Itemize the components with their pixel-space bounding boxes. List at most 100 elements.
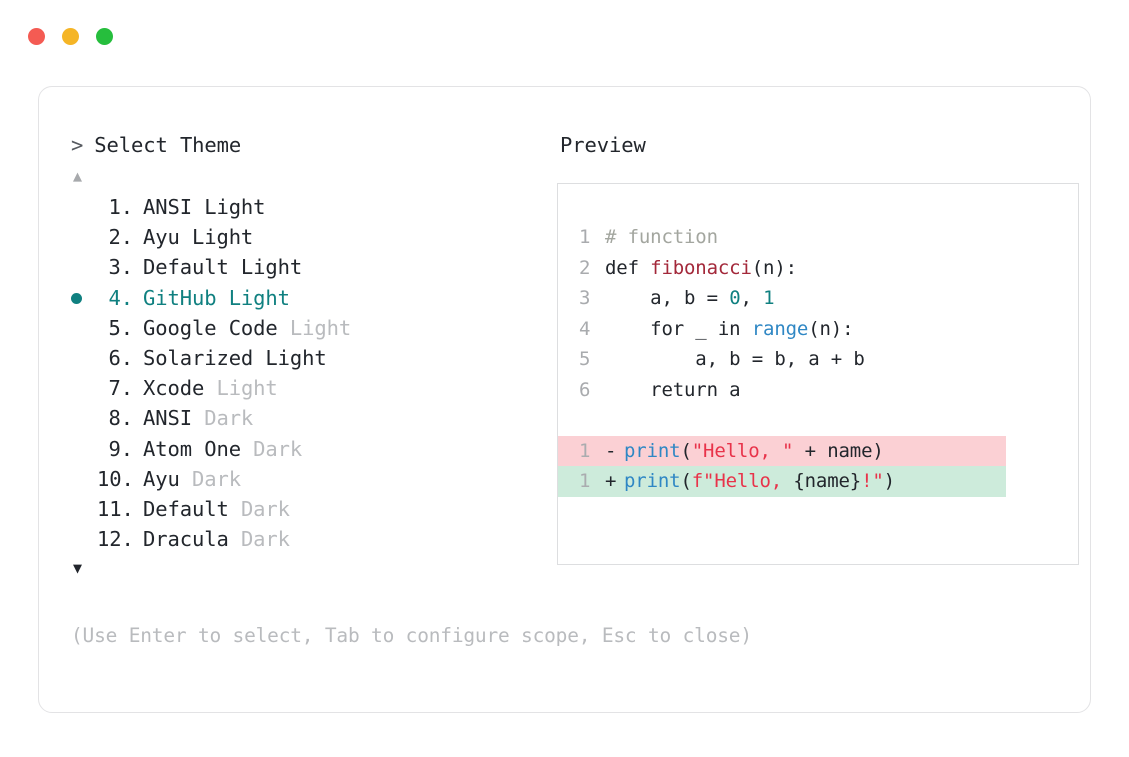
selection-dot-icon — [71, 293, 82, 305]
theme-variant-label: Light — [204, 376, 278, 401]
theme-index: 1. — [108, 195, 134, 219]
code-content: return a — [605, 375, 740, 406]
theme-list-item[interactable]: 3. Default Light — [71, 252, 535, 282]
theme-variant-label: Dark — [191, 406, 254, 431]
theme-list[interactable]: 1. ANSI Light 2. Ayu Light 3. Default Light 4.… — [71, 192, 535, 554]
code-token: fibonacci — [650, 256, 752, 279]
line-number: 4 — [579, 317, 591, 340]
minimize-dot[interactable] — [62, 28, 79, 45]
theme-picker-card: > Select Theme ▲ 1. ANSI Light 2. Ayu Light… — [38, 86, 1091, 713]
code-token: (n): — [808, 317, 854, 340]
theme-list-item[interactable]: 9. Atom One Dark — [71, 434, 535, 464]
theme-index: 6. — [108, 345, 134, 370]
theme-name: Ayu Light — [143, 225, 254, 250]
theme-name: ANSI Light — [143, 195, 266, 219]
prompt-caret-icon: > — [71, 133, 84, 157]
theme-name: Google Code — [143, 315, 278, 340]
diff-line-added: 1+print(f"Hello, {name}!") — [558, 466, 1006, 497]
code-line: 1 # function — [558, 222, 1078, 253]
maximize-dot[interactable] — [96, 28, 113, 45]
theme-name: Dracula — [143, 527, 229, 552]
code-content: print("Hello, " + name) — [624, 436, 884, 467]
code-token: 0 — [729, 287, 741, 309]
theme-list-item[interactable]: 2. Ayu Light — [71, 222, 535, 252]
close-dot[interactable] — [28, 28, 45, 45]
code-line: 3 a, b = 0, 1 — [558, 283, 1078, 314]
code-token: print — [624, 439, 681, 462]
code-token: ( — [680, 439, 692, 462]
theme-list-item[interactable]: 11. Default Dark — [71, 494, 535, 524]
code-line: 4 for _ in range(n): — [558, 314, 1078, 345]
theme-index: 9. — [108, 436, 134, 461]
theme-variant-label: Dark — [228, 527, 290, 552]
code-line: 6 return a — [558, 375, 1078, 406]
diff-sample: 1-print("Hello, " + name)1+print(f"Hello… — [558, 435, 1078, 497]
code-token: a, b = — [605, 287, 730, 309]
scroll-down-arrow-icon[interactable]: ▼ — [73, 559, 83, 578]
code-token: (n): — [751, 256, 797, 279]
code-content: print(f"Hello, {name}!") — [624, 466, 895, 497]
line-number: 1 — [579, 226, 591, 248]
theme-list-item[interactable]: 1. ANSI Light — [71, 192, 535, 222]
theme-list-item[interactable]: 7.Xcode Light — [71, 373, 535, 403]
code-token: print — [624, 470, 681, 492]
code-line: 5 a, b = b, a + b — [558, 344, 1078, 375]
code-token: def — [605, 256, 651, 279]
theme-variant-label: Dark — [228, 496, 290, 521]
theme-list-item[interactable]: 12. Dracula Dark — [71, 524, 535, 554]
code-token: !" — [861, 470, 884, 492]
code-content: def fibonacci(n): — [605, 253, 797, 284]
code-token: ( — [680, 470, 692, 492]
prompt-header: > Select Theme — [71, 131, 535, 159]
code-token: + name) — [793, 439, 884, 462]
code-token: a, b = b, a + b — [605, 348, 865, 370]
code-spacer — [558, 405, 1078, 436]
preview-label: Preview — [560, 133, 646, 157]
theme-list-item[interactable]: 8. ANSI Dark — [71, 403, 535, 433]
theme-name: GitHub Light — [143, 285, 290, 310]
theme-index: 2. — [108, 225, 134, 250]
line-number: 6 — [579, 378, 591, 401]
theme-list-item[interactable]: 10. Ayu Dark — [71, 464, 535, 494]
theme-index: 10. — [97, 466, 134, 491]
code-token: # function — [605, 226, 718, 248]
code-token: , — [740, 287, 764, 309]
theme-list-item[interactable]: 5.Google Code Light — [71, 313, 535, 343]
window-titlebar — [28, 28, 113, 45]
line-number: 3 — [579, 287, 591, 309]
code-content: a, b = 0, 1 — [605, 283, 774, 314]
code-token: 1 — [763, 287, 775, 309]
theme-name: Default Light — [143, 255, 303, 280]
theme-index: 11. — [97, 496, 134, 521]
keyboard-hint: (Use Enter to select, Tab to configure s… — [71, 624, 752, 647]
theme-variant-label: Dark — [240, 436, 303, 461]
theme-list-item[interactable]: 6. Solarized Light — [71, 343, 535, 373]
line-number: 5 — [579, 348, 591, 370]
theme-index: 12. — [97, 527, 134, 552]
code-content: a, b = b, a + b — [605, 344, 865, 375]
theme-name: Solarized Light — [143, 345, 327, 370]
theme-name: Default — [143, 496, 229, 521]
diff-line-removed: 1-print("Hello, " + name) — [558, 435, 1006, 467]
theme-list-item[interactable]: 4.GitHub Light — [71, 283, 535, 313]
theme-name: Atom One — [143, 436, 241, 461]
theme-index: 3. — [108, 255, 134, 280]
code-token: ) — [883, 470, 895, 492]
theme-index: 8. — [108, 406, 134, 431]
line-number: 1 — [579, 470, 591, 492]
code-content: for _ in range(n): — [605, 314, 853, 345]
theme-variant-label: Dark — [179, 466, 241, 491]
theme-index: 7. — [108, 376, 134, 401]
theme-index: 5. — [108, 315, 134, 340]
code-content: # function — [605, 222, 718, 253]
code-token: return a — [605, 378, 741, 401]
theme-name: Ayu — [143, 466, 180, 491]
page-title: Select Theme — [94, 133, 242, 157]
theme-name: ANSI — [143, 406, 192, 431]
code-token: "Hello, " — [691, 439, 794, 462]
scroll-up-arrow-icon[interactable]: ▲ — [73, 167, 83, 185]
